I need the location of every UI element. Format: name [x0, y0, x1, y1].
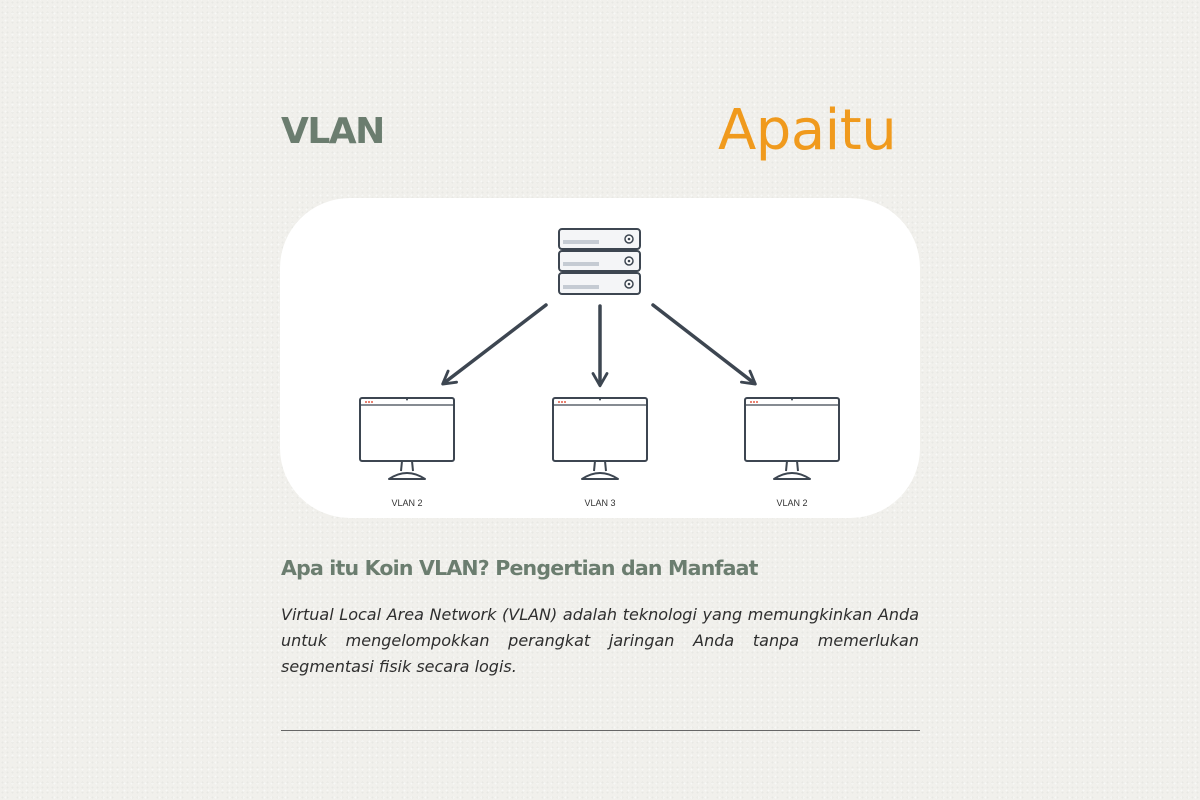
device-label-vlan: VLAN 2 [776, 498, 808, 508]
server-icon [558, 228, 641, 295]
connection-arrow-right [651, 303, 757, 386]
device-label-vlan: VLAN 2 [391, 498, 423, 508]
brand-logo: Apaitu [718, 98, 897, 163]
monitor-icon [744, 397, 840, 480]
article-title: Apa itu Koin VLAN? Pengertian dan Manfaa… [281, 556, 758, 580]
network-diagram-card: VLAN 2 VLAN 3 VLAN 2 [280, 198, 920, 518]
monitor-icon [359, 397, 455, 480]
article-summary: Virtual Local Area Network (VLAN) adalah… [281, 605, 919, 676]
device-label-vlan: VLAN 3 [584, 498, 616, 508]
page-title: VLAN [281, 111, 385, 152]
connection-arrow-left [441, 303, 548, 386]
divider [281, 730, 920, 731]
monitor-icon [552, 397, 648, 480]
